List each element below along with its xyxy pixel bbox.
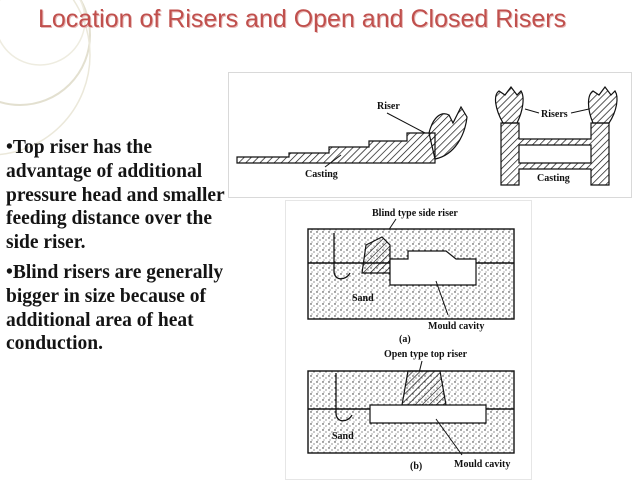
riser-location-diagram: Riser Casting Risers Casting: [236, 86, 618, 186]
mould-cavity-label-a: Mould cavity: [428, 321, 484, 332]
caption-a: (a): [399, 334, 411, 345]
open-and-blind-riser-figure: Blind type side riser Sand Mould cavity …: [285, 200, 532, 480]
sand-label-b: Sand: [332, 431, 354, 442]
right-casting-label: Casting: [537, 173, 570, 184]
stepped-casting: [236, 132, 436, 164]
blind-riser-label: Blind type side riser: [372, 208, 458, 219]
riser-location-figure: Riser Casting Risers Casting: [228, 72, 632, 198]
left-riser-label: Riser: [377, 101, 400, 112]
left-casting-label: Casting: [305, 169, 338, 180]
right-top-riser: [587, 86, 618, 124]
mould-diagram: Blind type side riser Sand Mould cavity …: [307, 208, 515, 472]
mould-cavity-a: [389, 250, 477, 286]
bullet-blind-risers: •Blind risers are generally bigger in si…: [6, 261, 224, 355]
left-top-riser: [494, 86, 524, 124]
open-riser-b: [401, 370, 447, 406]
flanged-casting: [500, 122, 610, 186]
bullet-top-riser: •Top riser has the advantage of addition…: [6, 137, 225, 254]
bullet-list: •Top riser has the advantage of addition…: [6, 136, 234, 362]
slide-title: Location of Risers and Open and Closed R…: [38, 5, 567, 33]
caption-b: (b): [410, 461, 422, 472]
side-riser: [428, 105, 468, 160]
right-risers-label: Risers: [541, 109, 568, 120]
sand-label-a: Sand: [352, 293, 374, 304]
mould-cavity-label-b: Mould cavity: [454, 459, 510, 470]
open-riser-label: Open type top riser: [384, 349, 468, 360]
mould-cavity-b: [369, 404, 487, 424]
